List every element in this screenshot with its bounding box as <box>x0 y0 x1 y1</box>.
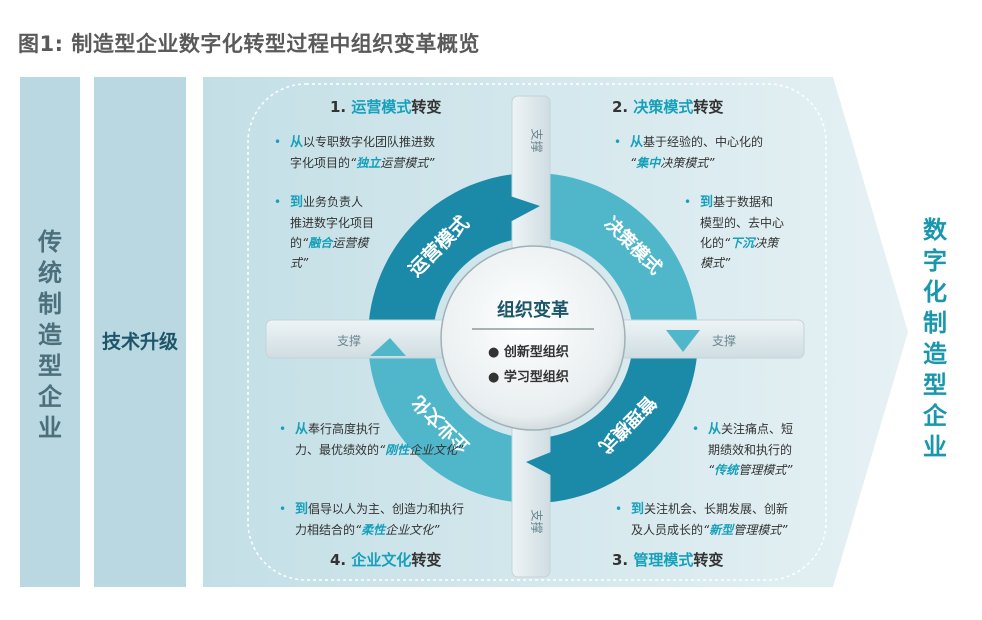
center-item-innovative: ● 创新型组织 <box>488 345 569 360</box>
ring-arrowhead-top <box>510 196 540 222</box>
quadrant-title-decision: 2. 决策模式转变 <box>612 98 724 116</box>
quadrant-operations-bullet-from: •从以专职数字化团队推进数字化项目的“独立运营模式” <box>274 135 436 170</box>
support-label-left: 支撑 <box>337 334 362 348</box>
dashed-frame <box>247 83 827 581</box>
ring-arrowhead-bottom <box>526 450 556 478</box>
traditional-enterprise-label: 传 统 制 造 型 企 业 <box>38 228 62 442</box>
tech-upgrade-column: 技术升级 <box>94 77 186 587</box>
quadrant-culture-bullet-from: •从奉行高度执行力、最优绩效的“刚性企业文化” <box>279 422 464 457</box>
ring-arrowhead-right <box>666 330 700 352</box>
quadrant-management-bullet-to: •到关注机会、长期发展、创新及人员成长的“新型管理模式” <box>615 502 789 537</box>
quadrant-decision-bullet-from: •从基于经验的、中心化的“集中决策模式” <box>614 135 764 170</box>
quadrant-title-culture: 4. 企业文化转变 <box>330 551 442 569</box>
quadrant-operations-bullet-to: •到业务负责人推进数字化项目的“融合运营模式” <box>274 195 375 270</box>
quadrant-management-bullet-from: •从关注痛点、短期绩效和执行的“传统管理模式” <box>692 422 794 477</box>
ring-segment-decision <box>533 173 698 338</box>
support-label-top: 支撑 <box>529 128 544 153</box>
figure-title: 图1: 制造型企业数字化转型过程中组织变革概览 <box>18 32 480 56</box>
quadrant-decision-bullet-to: •到基于数据和模型的、去中心化的“下沉决策模式” <box>684 195 785 270</box>
ring-arrowhead-left <box>370 338 406 356</box>
ring-segment-operations <box>368 173 533 338</box>
traditional-enterprise-column: 传 统 制 造 型 企 业 <box>20 77 80 587</box>
quadrant-title-management: 3. 管理模式转变 <box>612 551 724 569</box>
digital-enterprise-label: 数 字 化 制 造 型 企 业 <box>923 216 947 461</box>
quadrant-title-operations: 1. 运营模式转变 <box>330 98 442 116</box>
support-label-right: 支撑 <box>712 334 737 348</box>
org-change-circle <box>440 245 626 431</box>
support-label-bottom: 支撑 <box>529 509 544 534</box>
ring-segment-culture <box>368 338 533 503</box>
quadrant-culture-bullet-to: •到倡导以人为主、创造力和执行力相结合的“柔性企业文化” <box>279 502 465 537</box>
ring-segment-management <box>533 338 698 503</box>
center-title: 组织变革 <box>497 300 569 321</box>
center-item-learning: ● 学习型组织 <box>488 370 569 385</box>
tech-upgrade-label: 技术升级 <box>101 331 178 353</box>
